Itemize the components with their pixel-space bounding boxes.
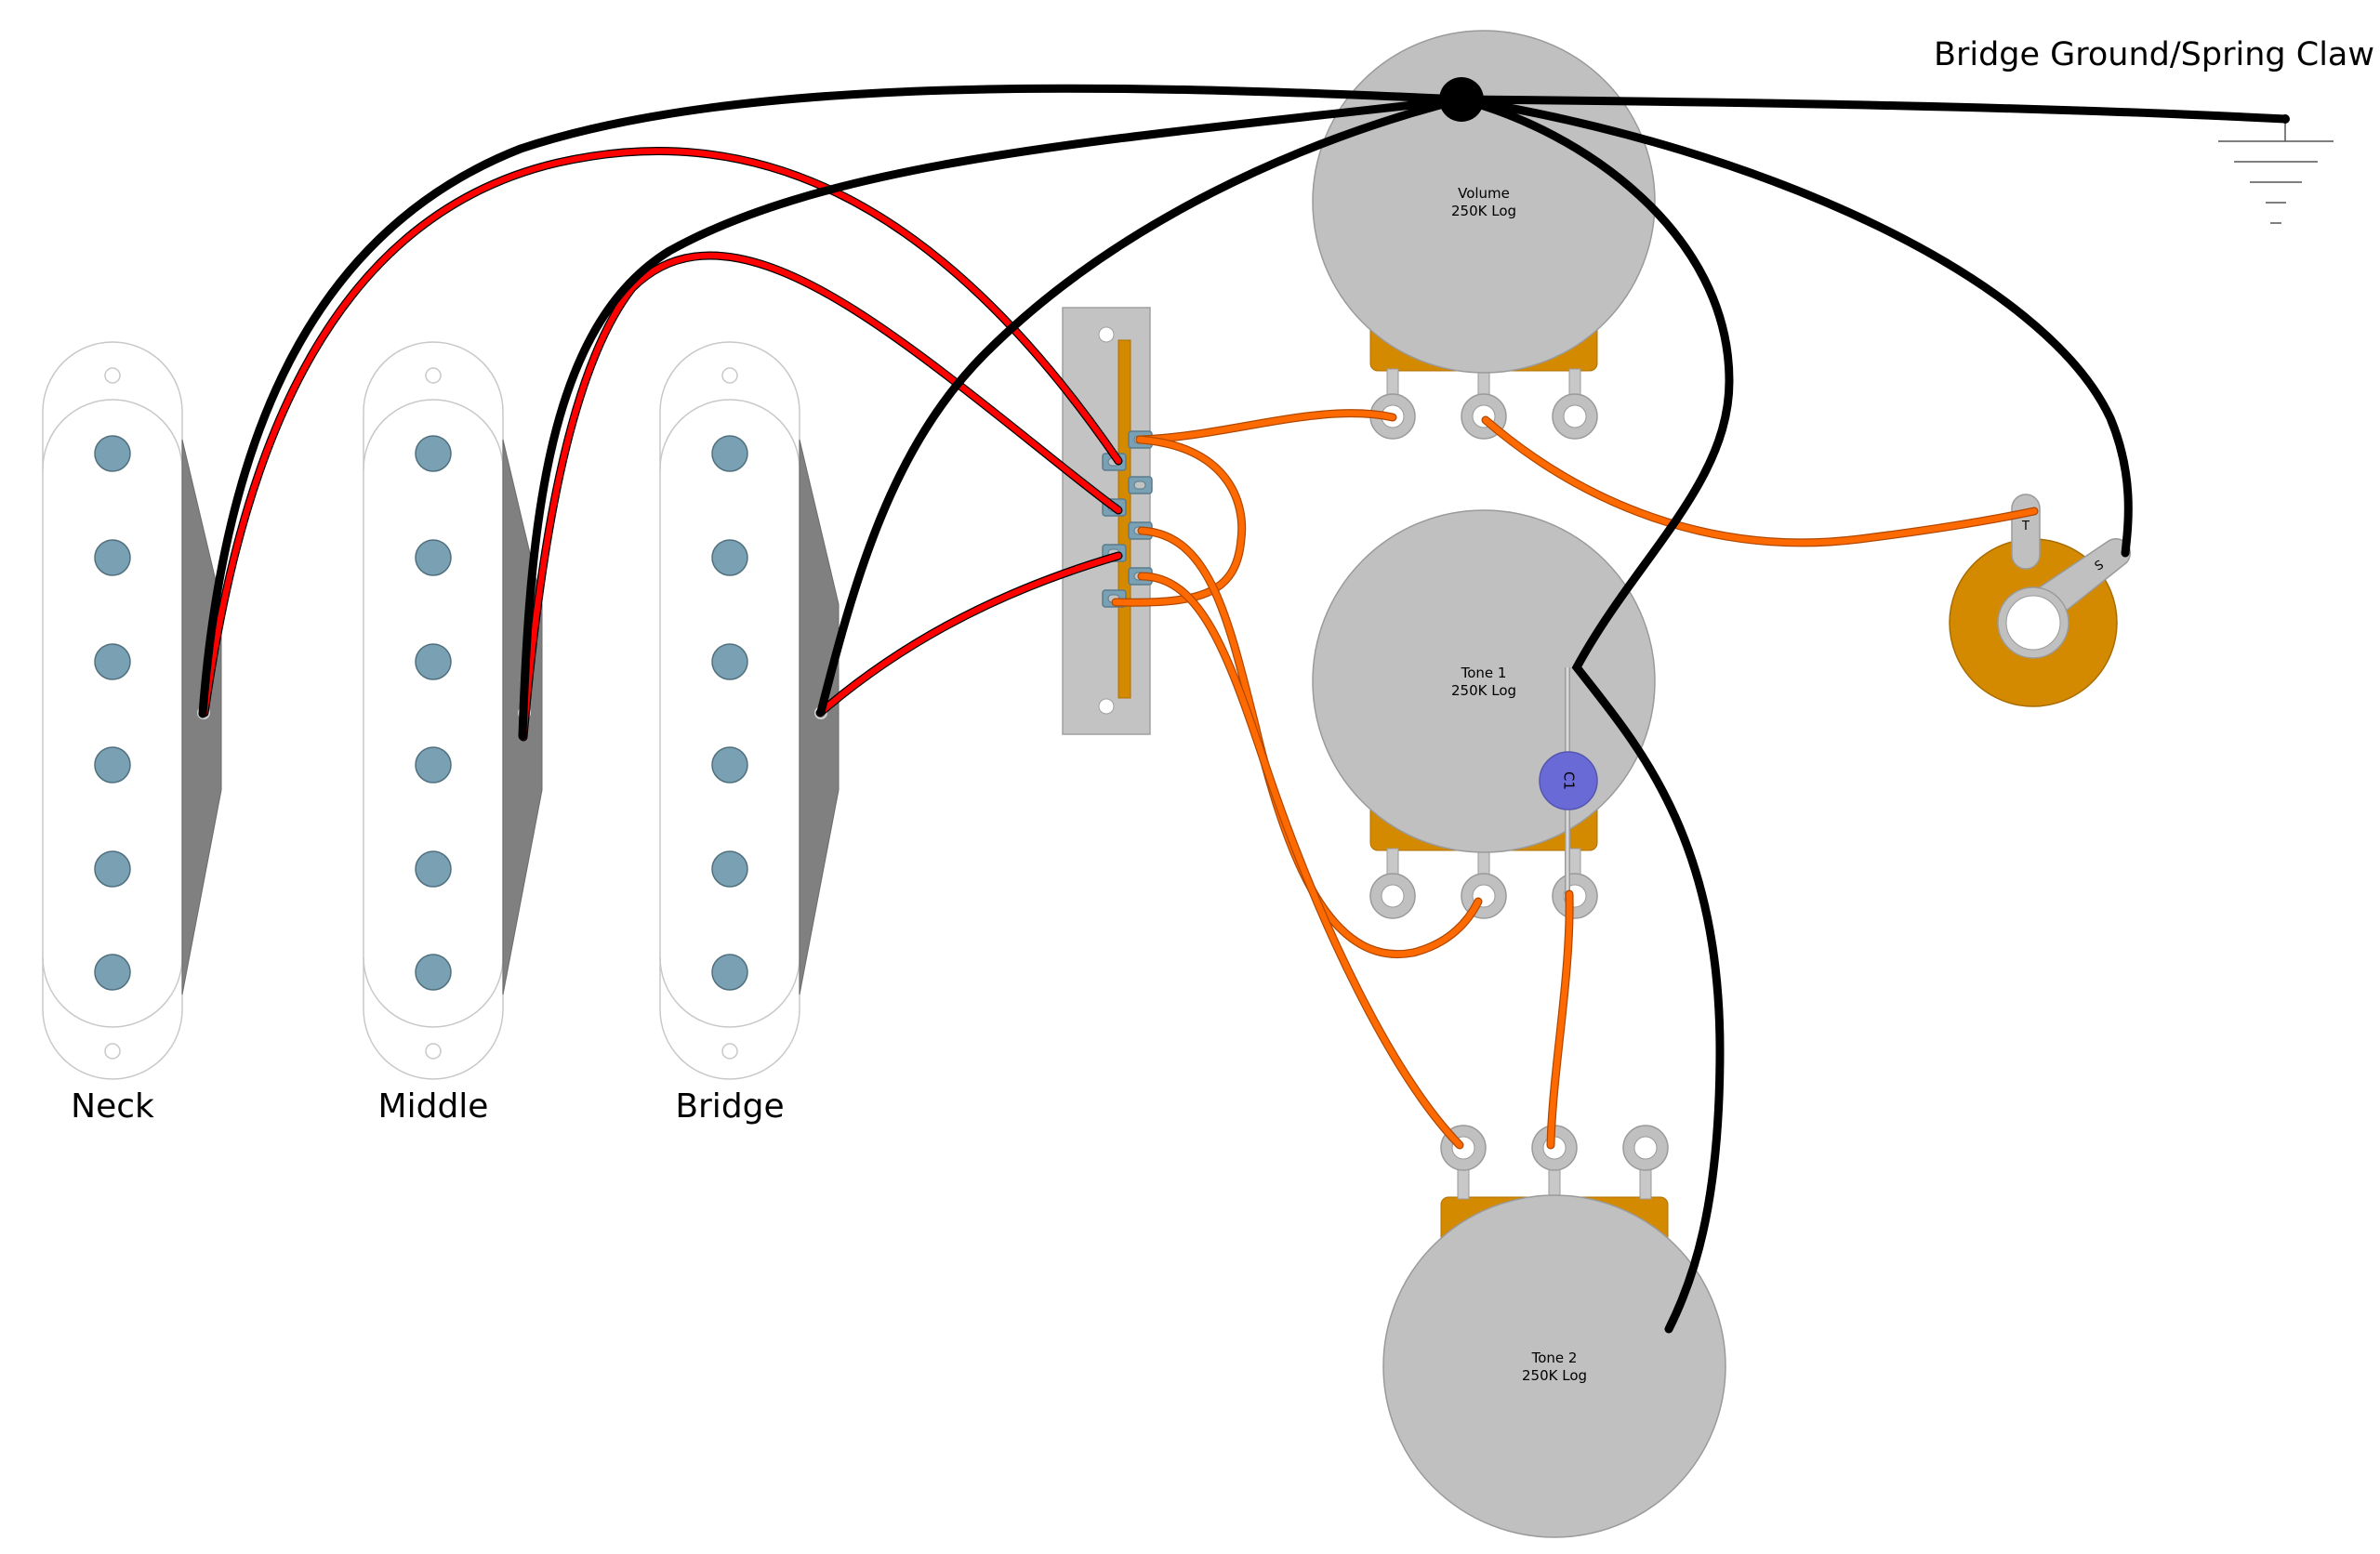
wire-bridge-hot xyxy=(816,552,1122,717)
switch-mount-hole-bottom xyxy=(1098,698,1115,715)
wire-switch-to-tone2 xyxy=(1138,573,1463,1149)
pickup-mount-hole-bottom xyxy=(104,1043,121,1060)
tone-capacitor: C1 xyxy=(1539,667,1598,902)
pot-name: Tone 1 xyxy=(1461,665,1507,681)
pot-body xyxy=(1382,1194,1726,1538)
pot-value: 250K Log xyxy=(1451,203,1516,219)
pickup-mount-hole-bottom xyxy=(425,1043,442,1060)
pickup-bridge xyxy=(659,341,840,1080)
pole-piece xyxy=(711,954,748,991)
switch-plate xyxy=(1062,307,1151,735)
pickup-cover-outer xyxy=(363,341,504,1080)
bridge-claw-terminal xyxy=(2281,114,2290,124)
switch-mount-hole-top xyxy=(1098,326,1115,343)
pole-piece xyxy=(94,746,131,784)
pot-lug-stem xyxy=(1457,1168,1470,1200)
wires xyxy=(198,77,2290,1334)
pole-piece xyxy=(711,643,748,680)
pole-piece xyxy=(94,539,131,576)
pot-lug-stem xyxy=(1386,368,1399,398)
pot-lug-hole xyxy=(1563,404,1587,428)
switch-rail xyxy=(1117,339,1131,699)
pole-piece xyxy=(94,954,131,991)
jack-tip-label: T xyxy=(2021,520,2030,533)
pickup-mount-hole-top xyxy=(104,367,121,384)
pot-lug-stem xyxy=(1568,848,1581,877)
pickup-cover-outer xyxy=(659,341,800,1080)
wire-neck-hot xyxy=(201,148,1122,717)
pickup-label-bridge: Bridge xyxy=(675,1087,784,1126)
ground-wires xyxy=(198,77,2290,1334)
signal-wires xyxy=(1111,409,2039,1150)
pickups xyxy=(42,341,840,1080)
pole-piece xyxy=(711,539,748,576)
pole-piece xyxy=(415,539,452,576)
output-jack: T S xyxy=(1949,494,2132,707)
pot-body xyxy=(1312,30,1656,374)
pole-piece xyxy=(415,746,452,784)
wire-volume-to-jack-tip xyxy=(1482,416,2038,547)
switch-lug-hole xyxy=(1133,481,1146,490)
pot-body xyxy=(1312,509,1656,853)
pole-piece xyxy=(711,435,748,472)
wire-ground-to-tone-pots xyxy=(1457,95,1734,1334)
pot-lug-hole xyxy=(1381,884,1405,908)
ground-star-point xyxy=(1439,77,1484,122)
pole-piece xyxy=(415,954,452,991)
wire-ground-to-jack-sleeve xyxy=(1457,95,2133,558)
pole-piece xyxy=(711,746,748,784)
pickup-middle xyxy=(363,341,543,1080)
wire-capacitor-to-tone2 xyxy=(1547,890,1573,1149)
wire-switch-to-volume-input xyxy=(1136,410,1396,443)
wire-ground-to-bridge-claw xyxy=(1457,95,2290,124)
wire-neck-ground xyxy=(198,84,1466,718)
pot-lug-stem xyxy=(1568,368,1581,398)
pot-name: Volume xyxy=(1458,185,1510,202)
jack-hole xyxy=(2005,595,2061,651)
pole-piece xyxy=(94,850,131,888)
pole-piece xyxy=(415,850,452,888)
pole-piece xyxy=(94,435,131,472)
wire-middle-ground xyxy=(518,95,1466,741)
pickup-mount-hole-top xyxy=(721,367,738,384)
pickup-neck xyxy=(42,341,222,1080)
pot-lug-stem xyxy=(1548,1168,1561,1200)
selector-switch xyxy=(1062,307,1153,735)
pickup-mount-hole-top xyxy=(425,367,442,384)
hot-wires xyxy=(200,147,1123,742)
pot-value: 250K Log xyxy=(1522,1367,1587,1384)
pot-lug-stem xyxy=(1386,848,1399,877)
pole-piece xyxy=(94,643,131,680)
pole-piece xyxy=(711,850,748,888)
pot-name: Tone 2 xyxy=(1531,1350,1578,1366)
pot-lug-stem xyxy=(1639,1168,1652,1200)
pole-piece xyxy=(415,643,452,680)
capacitor-label: C1 xyxy=(1561,771,1578,790)
bridge-ground-label: Bridge Ground/Spring Claw xyxy=(1934,36,2374,73)
pole-piece xyxy=(415,435,452,472)
pot-lug-hole xyxy=(1633,1136,1658,1160)
capacitor-body xyxy=(1539,751,1598,810)
pickup-cover-outer xyxy=(42,341,183,1080)
wire-bridge-ground xyxy=(816,95,1466,717)
wire-middle-hot xyxy=(520,252,1122,741)
pot-value: 250K Log xyxy=(1451,682,1516,699)
ground-symbol xyxy=(2218,119,2334,224)
wire-switch-jumper xyxy=(1112,436,1245,606)
pickup-mount-hole-bottom xyxy=(721,1043,738,1060)
pickup-label-middle: Middle xyxy=(378,1087,489,1126)
pickup-label-neck: Neck xyxy=(71,1087,154,1126)
